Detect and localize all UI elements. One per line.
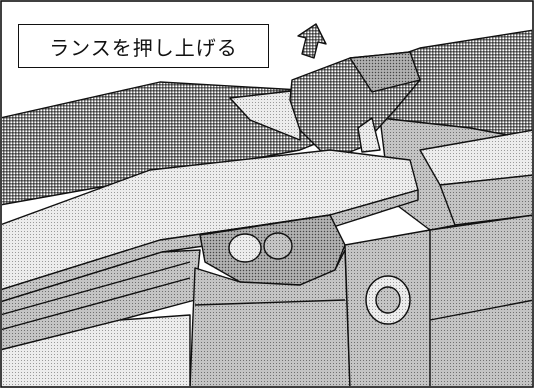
right-slot-lower: [439, 174, 532, 226]
bottom-left-floor: [2, 314, 191, 386]
screw-boss-inner: [375, 286, 401, 314]
right-front-block: [344, 214, 532, 386]
right-block-edges: [429, 230, 532, 386]
push-up-arrow-icon: [297, 23, 327, 59]
left-body-ribs: [2, 261, 191, 331]
lance-lever-top-face: [349, 51, 421, 93]
cavity-post-right: [263, 232, 293, 260]
cavity-post-left: [228, 233, 262, 263]
slot-inner-wall: [229, 89, 301, 141]
callout-label: ランスを押し上げる: [49, 35, 238, 60]
callout-label-box: ランスを押し上げる: [18, 24, 269, 68]
right-slot-face: [419, 129, 532, 186]
lower-housing-edge: [194, 299, 346, 306]
lower-front-housing: [189, 249, 351, 386]
lance-tip: [357, 117, 381, 153]
